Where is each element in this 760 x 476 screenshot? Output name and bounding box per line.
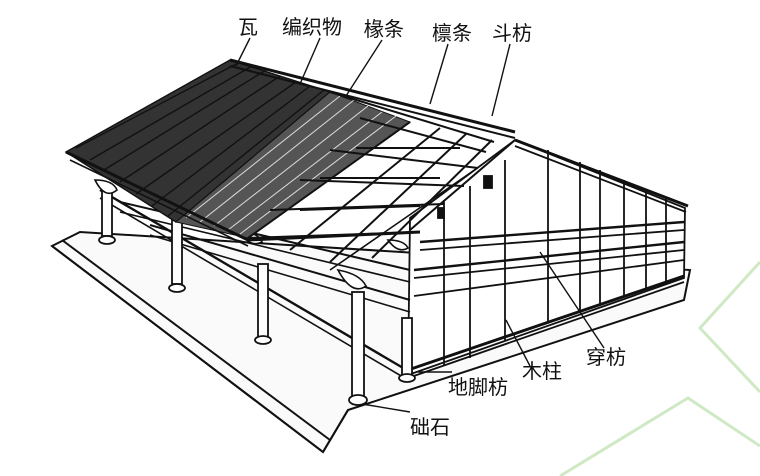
leader-lines (235, 37, 605, 413)
label-plinth: 础石 (410, 415, 450, 439)
roof-tiles (64, 59, 332, 223)
label-chuan-fang: 穿枋 (586, 345, 626, 369)
label-rafter: 椽条 (364, 17, 404, 41)
roof-frame (229, 58, 516, 263)
watermark-chevrons (559, 260, 760, 476)
label-tile: 瓦 (238, 15, 258, 39)
label-ground-beam: 地脚枋 (448, 375, 508, 399)
labels: 瓦 编织物 椽条 檩条 斗枋 穿枋 木柱 地脚枋 础石 (238, 15, 626, 439)
front-eave (65, 150, 421, 247)
label-woven: 编织物 (282, 15, 342, 39)
label-purlin: 檩条 (432, 21, 472, 45)
roof-woven-mat (174, 91, 412, 239)
label-dou-fang: 斗枋 (492, 21, 532, 45)
end-wall (407, 138, 689, 379)
label-column: 木柱 (522, 359, 562, 383)
